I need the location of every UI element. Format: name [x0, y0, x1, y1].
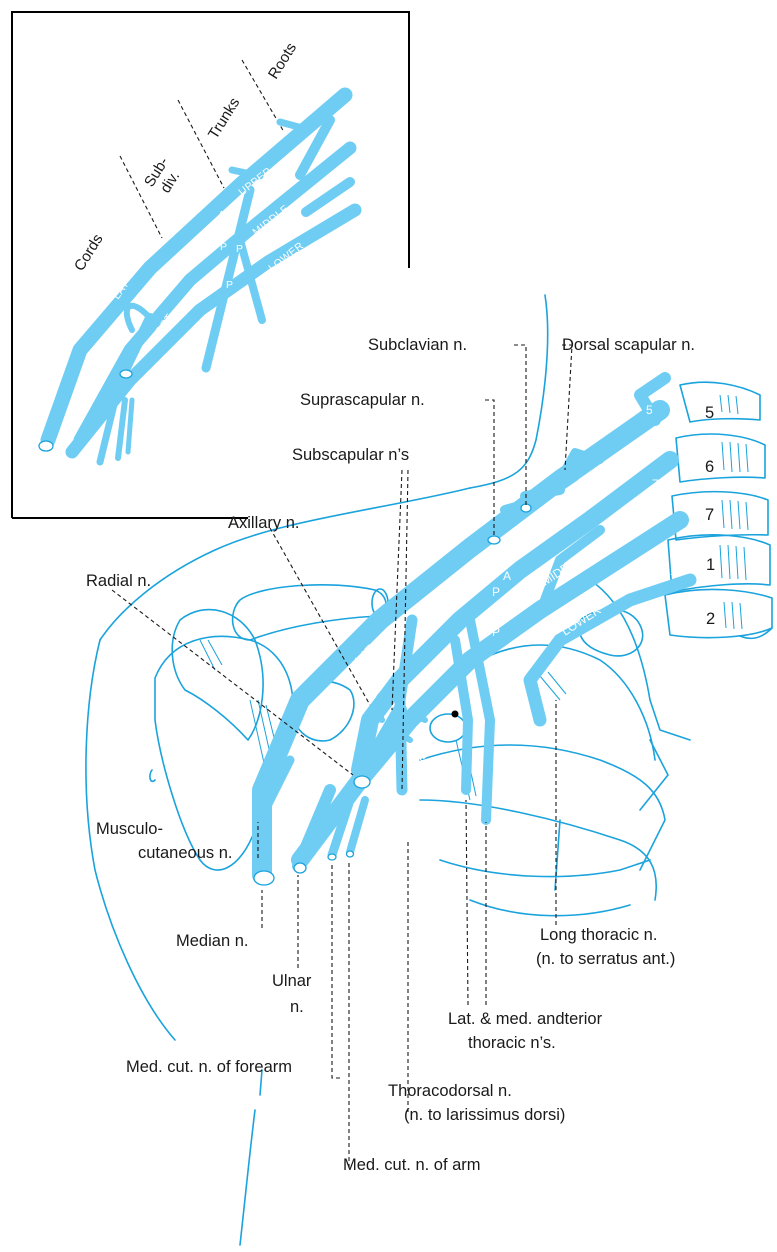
main-div-p1: P: [492, 585, 500, 599]
leader-dorsal-scapular: [562, 345, 572, 470]
neck-outline: [470, 295, 548, 488]
root-num-5: 5: [646, 403, 653, 417]
vertebra-6: [676, 434, 765, 482]
arm-inner: [240, 1110, 255, 1245]
label-radial: Radial n.: [86, 572, 151, 590]
leader-forearm: [332, 862, 340, 1078]
rib-5: [440, 860, 650, 877]
vertebra-label-5: 5: [705, 404, 714, 422]
main-div-p3: P: [492, 625, 500, 639]
rib-2: [480, 645, 655, 760]
inset-cut-arm: [128, 400, 132, 452]
inset-div-p1: P: [220, 241, 228, 253]
label-subclavian: Subclavian n.: [368, 336, 467, 354]
rib-3: [420, 745, 665, 870]
root-num-1: 1: [670, 564, 677, 578]
label-long-thoracic-1: Long thoracic n.: [540, 926, 657, 944]
body-outline: [86, 295, 772, 1245]
humerus-mark: [150, 770, 155, 781]
main-arm-end: [347, 851, 354, 857]
label-suprascapular: Suprascapular n.: [300, 391, 425, 409]
label-ulnar-2: n.: [290, 998, 304, 1016]
main-div-p2: P: [515, 587, 523, 601]
leader-thoracic-1: [466, 800, 468, 1005]
main-div-a3: A: [508, 651, 516, 665]
inset-div-a1: A: [218, 209, 226, 221]
label-lat-med-thoracic-1: Lat. & med. andterior: [448, 1010, 603, 1028]
leader-suprascapular: [485, 400, 494, 535]
inset-diagram: Roots Trunks Sub- div. Cords UPPER MIDDL…: [12, 12, 409, 518]
label-thoracodorsal-1: Thoracodorsal n.: [388, 1082, 512, 1100]
main-forearm-end: [328, 854, 336, 860]
inset-cord-med: MED: [149, 376, 176, 400]
rib-1: [590, 580, 690, 740]
vertebra-t2: [665, 589, 772, 637]
root-num-8: 8: [648, 511, 655, 525]
root-num-7: 7: [652, 477, 659, 491]
main-med-cut-arm: [350, 800, 365, 852]
arm-outer: [86, 640, 175, 1040]
main-axillary-end: [354, 776, 370, 788]
inset-div-p2: P: [236, 243, 244, 255]
main-div-a1: A: [489, 559, 497, 573]
vertebra-5: [680, 382, 760, 422]
label-median: Median n.: [176, 932, 248, 950]
vertebra-label-2: 2: [706, 610, 715, 628]
main-subclavian-end: [521, 504, 531, 512]
inset-axillary-end: [120, 370, 132, 378]
label-musculocutaneous-1: Musculo-: [96, 820, 163, 838]
pec-minor-origin: [430, 714, 466, 742]
vertebra-label-7: 7: [705, 506, 714, 524]
coracoid: [172, 610, 263, 740]
main-div-a2: A: [503, 569, 511, 583]
inset-header-roots: Roots: [265, 40, 300, 82]
main-median-end: [254, 871, 274, 885]
root-num-6: 6: [642, 455, 649, 469]
main-ulnar-end: [294, 863, 306, 873]
label-lat-med-thoracic-2: thoracic n’s.: [468, 1034, 556, 1052]
vertebra-label-1: 1: [706, 556, 715, 574]
label-thoracodorsal-2: (n. to larissimus dorsi): [404, 1106, 565, 1124]
label-dorsal-scapular: Dorsal scapular n.: [562, 336, 695, 354]
rib-6: [470, 900, 630, 916]
inset-header-cords: Cords: [71, 231, 107, 274]
main-cord-med: MED.: [408, 739, 440, 769]
inset-median-end: [39, 441, 53, 451]
vertebra-label-6: 6: [705, 458, 714, 476]
leader-subclavian: [514, 345, 526, 505]
marker-dot: [452, 711, 459, 718]
label-long-thoracic-2: (n. to serratus ant.): [536, 950, 675, 968]
main-subclavian: [525, 490, 560, 496]
inset-div-a2: A: [226, 225, 234, 237]
label-med-cut-forearm: Med. cut. n. of forearm: [126, 1058, 292, 1076]
label-subscapular: Subscapular n’s: [292, 446, 409, 464]
inset-cut-forearm: [118, 400, 125, 458]
inset-header-trunks: Trunks: [205, 95, 243, 142]
label-ulnar-1: Ulnar: [272, 972, 312, 990]
label-axillary: Axillary n.: [228, 514, 300, 532]
inset-div-p3: P: [226, 279, 234, 291]
rib-4: [420, 800, 656, 900]
main-supra-end: [488, 536, 500, 544]
label-med-cut-arm: Med. cut. n. of arm: [343, 1156, 481, 1174]
label-musculocutaneous-2: cutaneous n.: [138, 844, 233, 862]
